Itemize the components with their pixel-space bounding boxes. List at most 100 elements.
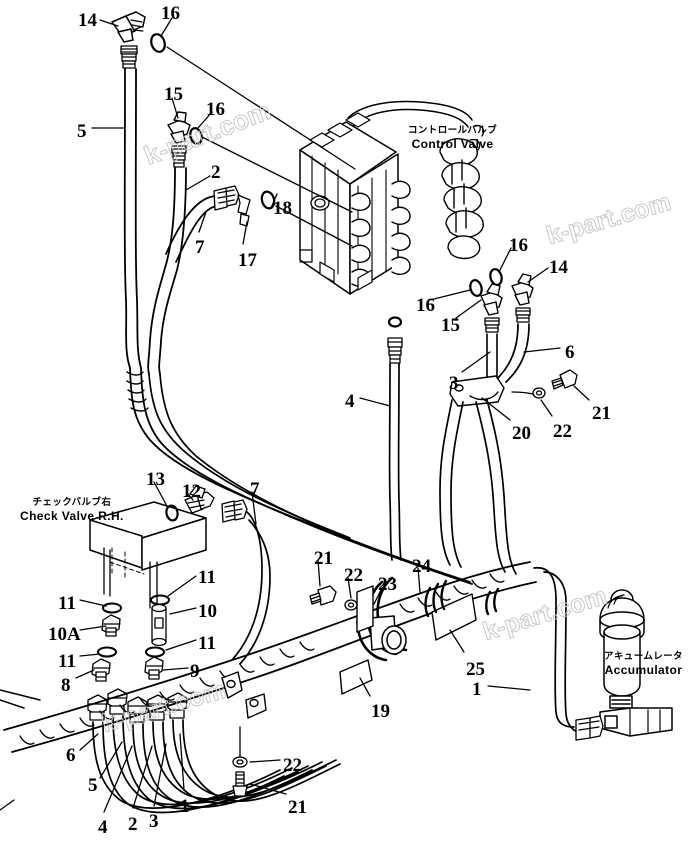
- hose-7-lower: [231, 511, 263, 661]
- callout-number: 20: [512, 423, 531, 444]
- callout-number: 3: [149, 811, 159, 832]
- callout-number: 3: [449, 373, 459, 394]
- callout-number: 14: [78, 10, 97, 31]
- fitting-4: [387, 337, 403, 364]
- callout-number: 6: [66, 745, 76, 766]
- callout-number: 7: [195, 237, 205, 258]
- control-valve-block: [299, 100, 485, 295]
- hose-5: [123, 68, 131, 369]
- accumulator: [599, 589, 673, 737]
- mount-plate-19: [339, 585, 374, 695]
- callout-number: 5: [77, 121, 87, 142]
- label-en: Accumulator: [604, 663, 683, 677]
- elbow-fitting-top-left: [111, 11, 146, 43]
- washer-22: [532, 387, 546, 399]
- hose-end-1: [575, 715, 604, 741]
- callout-number: 16: [509, 235, 528, 256]
- callout-number: 5: [88, 775, 98, 796]
- plug-8: [91, 658, 111, 682]
- plug-10A: [101, 614, 121, 637]
- bracket-ear: [221, 671, 243, 699]
- callout-number: 22: [283, 755, 302, 776]
- callout-number: 16: [161, 3, 180, 24]
- callout-number: 11: [198, 633, 216, 654]
- callout-number: 1: [472, 679, 482, 700]
- elbow-fitting-right-b: [511, 273, 534, 306]
- callout-number: 17: [238, 250, 257, 271]
- callout-number: 21: [592, 403, 611, 424]
- callout-number: 8: [61, 675, 71, 696]
- callout-number: 22: [344, 565, 363, 586]
- coupling-nut-c: [484, 317, 500, 333]
- bolt-21-bottom: [232, 771, 248, 797]
- hose-7-upper: [165, 195, 216, 255]
- elbow-fitting-right-a: [480, 283, 503, 316]
- mount-plate-25: [431, 593, 477, 641]
- washer-22-center: [344, 599, 358, 611]
- callout-number: 16: [206, 99, 225, 120]
- hose-end-7: [221, 499, 248, 523]
- hose-2: [147, 167, 176, 375]
- bracket-ear-right: [245, 693, 267, 719]
- callout-number: 1: [180, 796, 190, 817]
- callout-number: 11: [198, 567, 216, 588]
- callout-number: 4: [98, 817, 108, 838]
- callout-number: 13: [146, 469, 165, 490]
- o-ring: [150, 33, 166, 53]
- clamp-20: [449, 375, 505, 407]
- o-ring: [469, 279, 483, 297]
- callout-number: 25: [466, 659, 485, 680]
- label-jp: チェックバルブ右: [32, 497, 112, 508]
- callout-number: 4: [345, 391, 355, 412]
- hose-1: [533, 566, 575, 728]
- washer-22-bottom: [232, 756, 248, 768]
- valve-10: [151, 603, 167, 647]
- label-en: Check Valve R.H.: [20, 509, 124, 523]
- o-ring: [189, 127, 203, 145]
- hose-6: [497, 323, 519, 379]
- callout-number: 9: [190, 661, 200, 682]
- callout-number: 2: [128, 814, 138, 835]
- callout-number: 16: [416, 295, 435, 316]
- callout-number: 19: [371, 701, 390, 722]
- callout-number: 15: [441, 315, 460, 336]
- callout-number: 11: [58, 593, 76, 614]
- tube-4: [388, 363, 393, 561]
- o-ring: [97, 646, 117, 658]
- plug-9: [144, 656, 164, 680]
- callout-number: 12: [182, 481, 201, 502]
- callout-number: 6: [565, 342, 575, 363]
- corrugated-hose-19: [3, 561, 537, 753]
- callout-number: 11: [58, 651, 76, 672]
- callout-number: 21: [314, 548, 333, 569]
- o-ring: [387, 316, 403, 328]
- hose-end-17: [213, 185, 251, 227]
- band-24: [424, 579, 500, 618]
- coupling-nut-a: [120, 45, 138, 69]
- label-en: Control Valve: [411, 137, 494, 151]
- callout-number: 22: [553, 421, 572, 442]
- callout-number: 23: [378, 574, 397, 595]
- leader-lines: [0, 17, 590, 813]
- o-ring: [165, 504, 179, 522]
- label-jp: コントロールバルブ: [408, 125, 498, 136]
- label-jp: アキュームレータ: [604, 651, 683, 662]
- bolt-21: [551, 369, 578, 390]
- o-ring: [489, 268, 503, 286]
- callout-number: 2: [211, 162, 221, 183]
- bolt-21-center: [309, 585, 337, 606]
- callout-number: 14: [549, 257, 568, 278]
- callout-number: 15: [164, 84, 183, 105]
- elbow-fitting-12: [184, 485, 215, 514]
- callout-number: 10A: [48, 624, 81, 645]
- o-ring: [260, 190, 276, 210]
- o-ring: [145, 646, 165, 658]
- callout-number: 21: [288, 797, 307, 818]
- callout-number: 7: [250, 479, 260, 500]
- callout-number: 10: [198, 601, 217, 622]
